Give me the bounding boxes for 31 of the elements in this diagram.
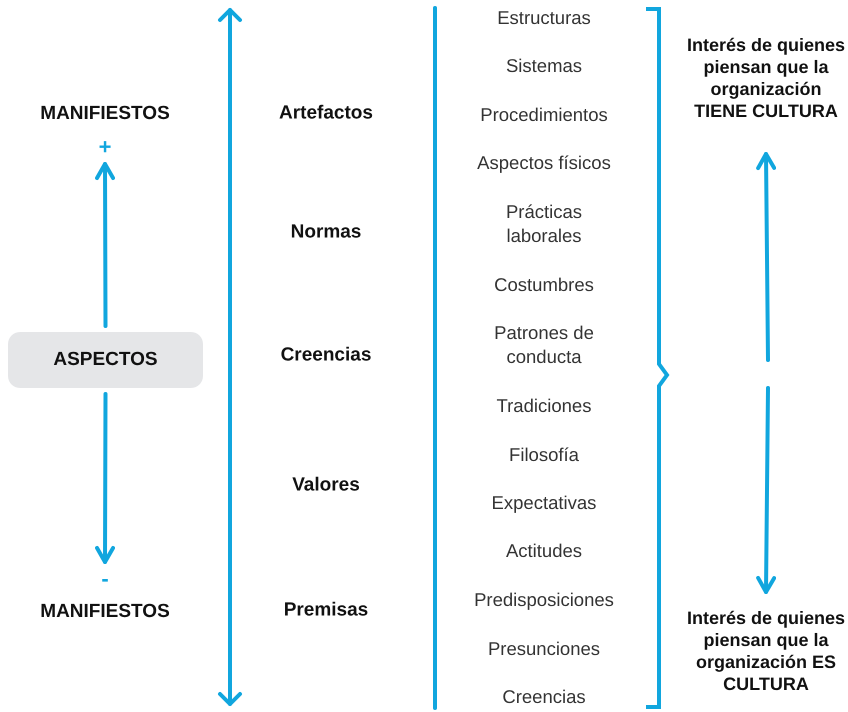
sign: - [101,568,109,590]
arrow [756,386,776,594]
list-item: Predisposiciones [473,588,615,612]
heading: ASPECTOS [53,348,158,372]
list-item: Creencias [501,684,587,709]
list-item: Presunciones [486,636,602,661]
list-item: Filosofía [508,442,580,467]
list-item: Patrones de conducta [493,320,595,369]
heading: Interés de quienes piensan que la organización ES CULTURA [686,608,846,696]
list-item: Procedimientos [479,102,609,127]
list-item: Sistemas [504,54,584,78]
category-label: Valores [291,474,361,498]
heading: Interés de quienes piensan que la organización TIENE CULTURA [686,35,846,123]
list-item: Prácticas laborales [504,200,584,248]
category-label: Premisas [282,598,370,623]
list-item: Aspectos físicos [476,150,612,175]
list-item: Tradiciones [496,394,592,418]
arrow [95,162,116,328]
list-item: Expectativas [490,490,598,515]
heading: MANIFIESTOS [40,600,170,624]
category-label: Artefactos [278,102,374,126]
list-item: Estructuras [496,6,592,30]
list-item: Actitudes [504,538,584,563]
arrow [95,392,116,564]
aspect-box [8,332,203,388]
sign: + [98,136,112,158]
category-label: Creencias [280,344,372,368]
heading: MANIFIESTOS [40,102,170,126]
list-item: Costumbres [493,272,595,297]
category-label: Normas [290,220,362,245]
arrow [756,152,776,362]
